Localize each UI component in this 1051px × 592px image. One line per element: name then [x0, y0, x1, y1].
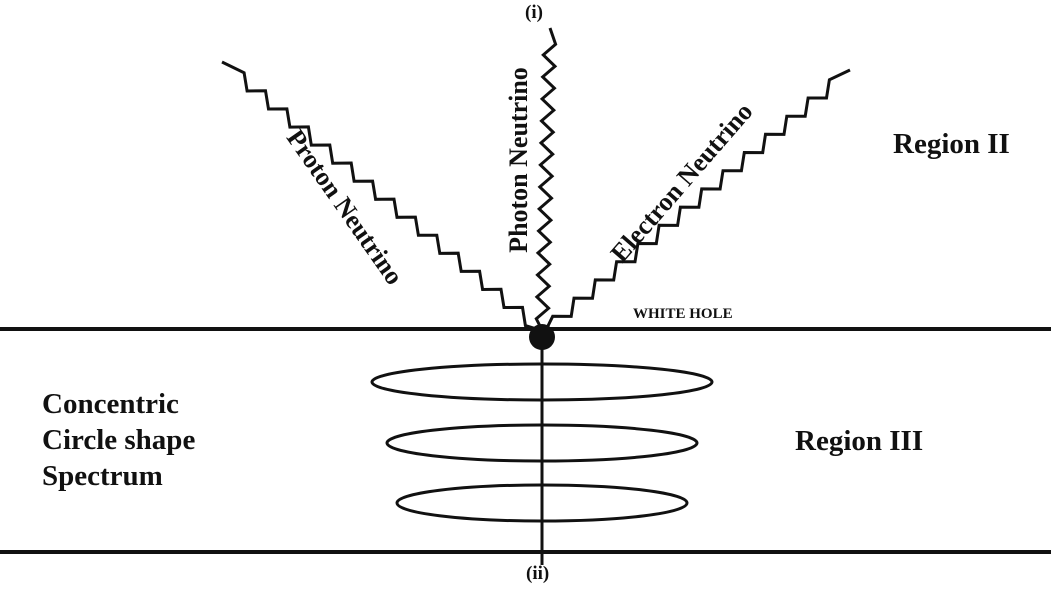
- spectrum-ring-1: [370, 362, 714, 402]
- white-hole-label: WHITE HOLE: [633, 306, 733, 322]
- region-ii-label: Region II: [893, 128, 1010, 160]
- spectrum-label-line-1: Concentric: [42, 388, 179, 420]
- proton-neutrino-ray: [221, 60, 541, 332]
- electron-neutrino-ray: [544, 68, 851, 331]
- bottom-point-label: (ii): [526, 563, 550, 584]
- proton-neutrino-label: Proton Neutrino: [281, 124, 409, 290]
- spectrum-ring-3: [395, 483, 689, 523]
- white-hole-dot: [529, 324, 555, 350]
- top-point-label: (i): [525, 2, 543, 23]
- region-iii-label: Region III: [795, 425, 924, 457]
- photon-neutrino-ray: [534, 27, 558, 331]
- photon-neutrino-label: Photon Neutrino: [504, 67, 533, 253]
- electron-neutrino-label: Electron Neutrino: [605, 97, 759, 268]
- spectrum-label-line-3: Spectrum: [42, 460, 163, 492]
- spectrum-ring-2: [385, 423, 699, 463]
- spectrum-label-line-2: Circle shape: [42, 424, 196, 456]
